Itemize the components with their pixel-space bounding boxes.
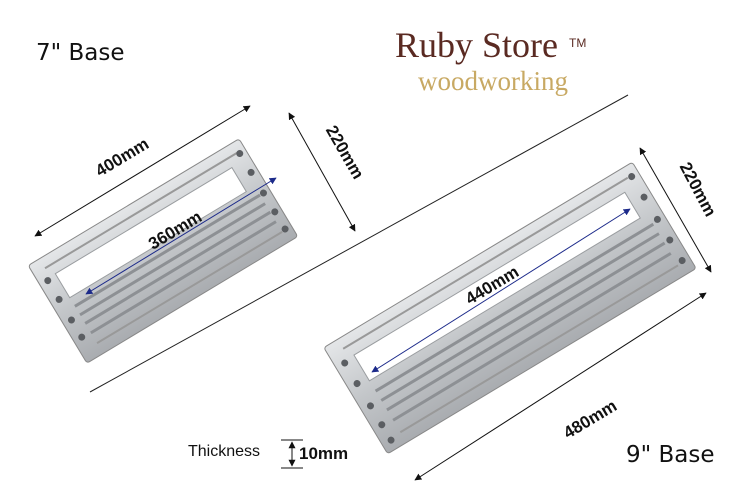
large-width-dimension	[639, 147, 712, 273]
separator-line	[89, 94, 629, 393]
small-plate	[28, 139, 298, 363]
small-length-label: 400mm	[92, 134, 152, 180]
large-plate-frame	[324, 162, 696, 454]
large-length-label: 480mm	[560, 396, 620, 442]
screw	[78, 333, 86, 341]
small-inner-dimension	[85, 177, 277, 295]
brand-trademark: TM	[569, 36, 587, 50]
large-plate	[324, 162, 696, 454]
small-base-title: 7" Base	[36, 40, 125, 66]
small-width-label: 220mm	[322, 122, 368, 182]
screw	[378, 421, 386, 429]
small-plate-frame	[28, 139, 298, 363]
thickness-label: Thickness	[188, 443, 261, 460]
screw	[67, 316, 75, 324]
large-width-label: 220mm	[676, 159, 720, 220]
thickness-value: 10mm	[299, 444, 349, 463]
screw	[353, 380, 361, 388]
large-length-dimension	[414, 292, 707, 481]
screw	[55, 295, 63, 303]
brand-tagline: woodworking	[418, 66, 568, 96]
brand-name: Ruby Store	[395, 25, 559, 65]
screw	[44, 277, 52, 285]
screw	[628, 173, 636, 181]
screw	[366, 402, 374, 410]
screw	[341, 359, 349, 367]
screw	[281, 225, 289, 233]
screw	[387, 436, 395, 444]
small-width-dimension	[288, 112, 356, 232]
small-length-dimension	[34, 105, 251, 237]
